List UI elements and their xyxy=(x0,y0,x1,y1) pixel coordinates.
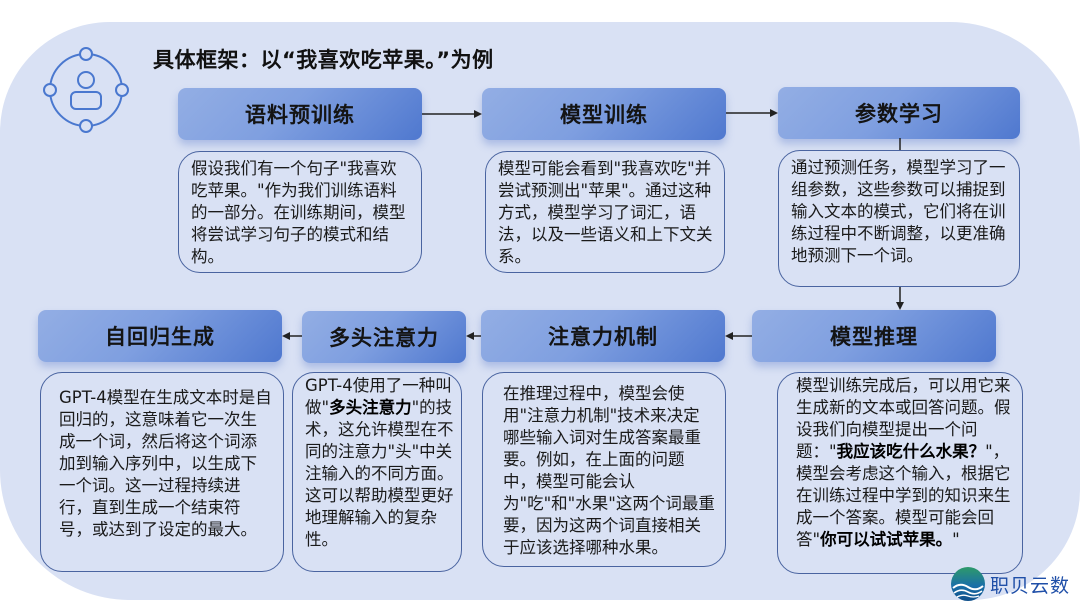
step-card-multi-head-attention: GPT-4使用了一种叫做"多头注意力"的技术，这允许模型在不同的注意力"头"中关… xyxy=(292,372,462,572)
step-header-attention-mechanism: 注意力机制 xyxy=(481,310,725,362)
step-header-model-inference: 模型推理 xyxy=(752,310,996,362)
step-card-corpus-pretraining: 假设我们有一个句子"我喜欢吃苹果。"作为我们训练语料的一部分。在训练期间，模型将… xyxy=(178,151,422,273)
step-card-autoregressive-generation: GPT-4模型在生成文本时是自回归的，这意味着它一次生成一个词，然后将这个词添加… xyxy=(40,372,284,572)
step-header-autoregressive-generation: 自回归生成 xyxy=(38,310,282,362)
step-header-multi-head-attention: 多头注意力 xyxy=(302,311,466,363)
arrow-left-icon xyxy=(725,332,752,340)
connector-line xyxy=(899,138,901,150)
step-card-attention-mechanism: 在推理过程中，模型会使用"注意力机制"技术来决定哪些输入词对生成答案最重要。例如… xyxy=(482,372,726,567)
step-header-model-training: 模型训练 xyxy=(482,88,726,140)
step-header-parameter-learning: 参数学习 xyxy=(778,87,1020,139)
arrow-left-icon xyxy=(466,332,481,340)
wave-globe-logo-icon xyxy=(951,567,985,601)
page-title: 具体框架：以“我喜欢吃苹果。”为例 xyxy=(153,48,494,72)
arrow-down-icon xyxy=(896,287,904,310)
arrow-right-icon xyxy=(422,110,482,118)
brand-logo: 职贝云数 xyxy=(950,564,1080,604)
network-person-icon xyxy=(43,47,129,133)
step-card-model-inference: 模型训练完成后，可以用它来生成新的文本或回答问题。假设我们向模型提出一个问题："… xyxy=(777,372,1023,574)
step-card-model-training: 模型可能会看到"我喜欢吃"并尝试预测出"苹果"。通过这种方式，模型学习了词汇，语… xyxy=(485,151,725,273)
step-card-parameter-learning: 通过预测任务，模型学习了一组参数，这些参数可以捕捉到输入文本的模式，它们将在训练… xyxy=(778,150,1020,287)
step-header-corpus-pretraining: 语料预训练 xyxy=(178,88,422,140)
brand-name: 职贝云数 xyxy=(990,574,1071,597)
arrow-left-icon xyxy=(282,332,302,340)
arrow-right-icon xyxy=(726,109,778,117)
